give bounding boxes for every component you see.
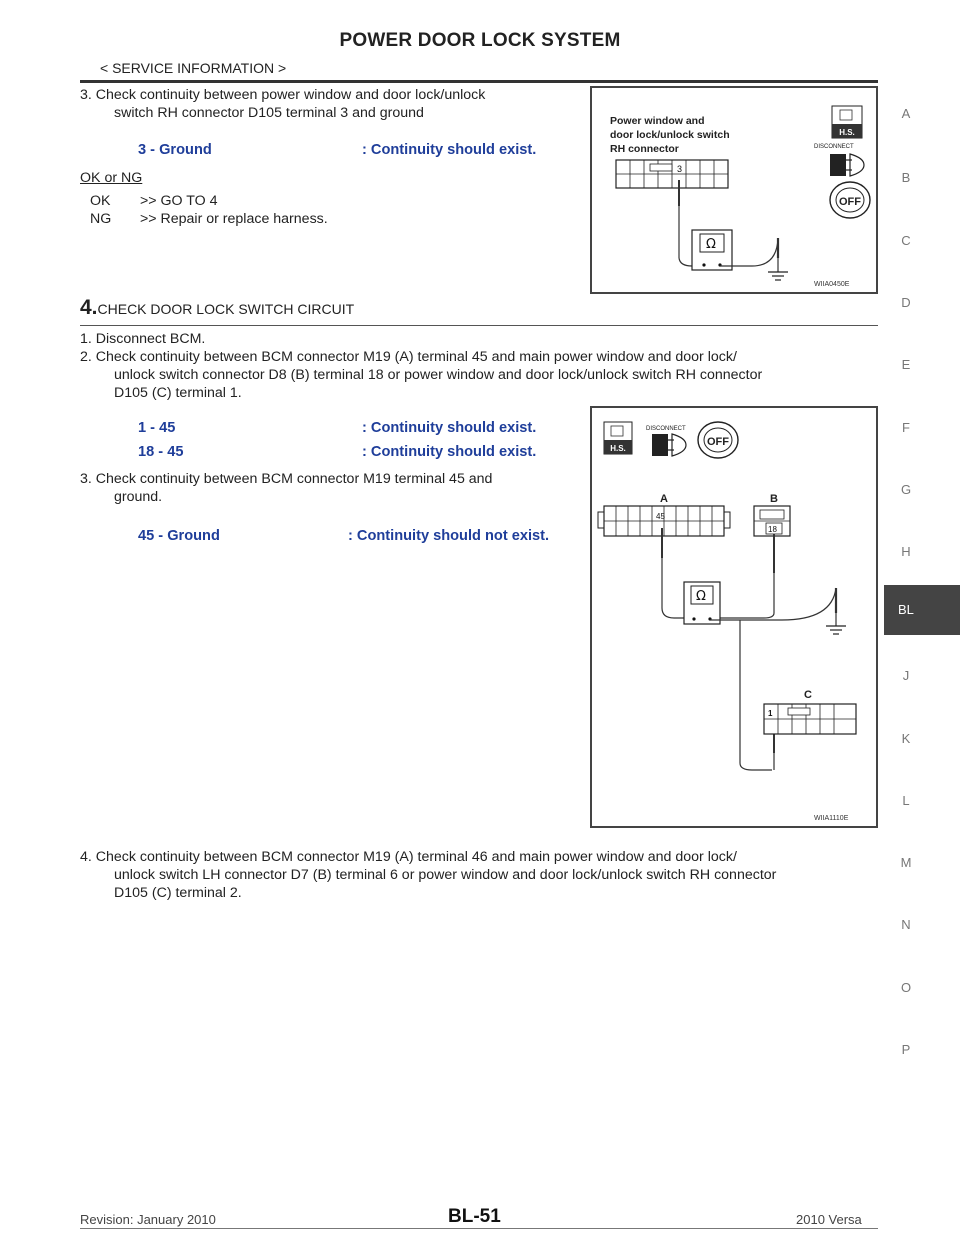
side-index-o[interactable]: O: [900, 980, 912, 995]
footer-revision: Revision: January 2010: [80, 1212, 216, 1227]
connector-b: 18: [753, 505, 791, 537]
disconnect-icon: [830, 153, 865, 177]
step4-heading: 4.CHECK DOOR LOCK SWITCH CIRCUIT: [80, 296, 355, 319]
fig1-terminal: 3: [677, 164, 682, 174]
step4-s3: 3. Check continuity between BCM connecto…: [80, 471, 493, 505]
svg-text:1: 1: [768, 709, 773, 718]
footer-model: 2010 Versa: [796, 1212, 862, 1227]
step4-rule: [80, 325, 878, 326]
ignition-off-icon: OFF: [697, 421, 739, 459]
spec3-left: 45 - Ground: [138, 528, 220, 544]
spec2-right: : Continuity should exist.: [362, 444, 537, 460]
svg-text:OFF: OFF: [707, 436, 729, 448]
wiring-diagram-1: Power window and door lock/unlock switch…: [610, 105, 871, 288]
side-index-b[interactable]: B: [901, 170, 911, 185]
svg-text:H.S.: H.S.: [839, 128, 855, 137]
disconnect-icon: [652, 433, 687, 457]
side-index-c[interactable]: C: [901, 233, 911, 248]
spec3-right: : Continuity should not exist.: [348, 528, 550, 544]
step4-s2: 2. Check continuity between BCM connecto…: [80, 349, 763, 401]
ng-line: NG>> Repair or replace harness.: [90, 211, 328, 227]
step3-spec-right: : Continuity should exist.: [362, 142, 537, 158]
side-index-j[interactable]: J: [902, 668, 910, 683]
spec1-left: 1 - 45: [138, 420, 176, 436]
step3-spec-left: 3 - Ground: [138, 142, 212, 158]
side-index-n[interactable]: N: [901, 917, 911, 932]
side-index-f[interactable]: F: [902, 420, 910, 435]
svg-text:Ω: Ω: [706, 237, 716, 252]
side-index-k[interactable]: K: [901, 731, 911, 746]
side-index-d[interactable]: D: [901, 295, 911, 310]
svg-text:H.S.: H.S.: [610, 444, 626, 453]
footer-rule: [80, 1228, 878, 1229]
fig2-code: WIIA1110E: [814, 815, 849, 822]
fig1-disconnect-label: DISCONNECT: [814, 144, 854, 150]
svg-text:45: 45: [656, 512, 665, 521]
svg-text:18: 18: [768, 525, 777, 534]
connector-c-label: C: [804, 689, 812, 701]
ground-icon: [768, 271, 788, 281]
fig1-label-1: Power window and: [610, 115, 705, 127]
side-index-g[interactable]: G: [900, 482, 912, 497]
side-index-bl-active[interactable]: BL: [884, 585, 960, 635]
connector-c: 1: [763, 703, 857, 735]
fig1-label-3: RH connector: [610, 143, 679, 155]
connector-a-label: A: [660, 493, 668, 505]
spec1-right: : Continuity should exist.: [362, 420, 537, 436]
page-number: BL-51: [448, 1206, 501, 1227]
header-rule: [80, 80, 878, 83]
side-index-p[interactable]: P: [901, 1042, 911, 1057]
ohmmeter-icon: Ω: [683, 581, 721, 625]
connector-b-label: B: [770, 493, 778, 505]
side-index-e[interactable]: E: [901, 357, 911, 372]
side-index-h[interactable]: H: [901, 544, 911, 559]
side-index-a[interactable]: A: [901, 106, 911, 121]
fig1-code: WIIA0450E: [814, 281, 850, 288]
page-title: POWER DOOR LOCK SYSTEM: [339, 30, 621, 51]
step3-text: 3. Check continuity between power window…: [80, 87, 486, 121]
ground-icon: [826, 625, 846, 635]
svg-text:OFF: OFF: [839, 196, 861, 208]
hs-icon: H.S.: [603, 421, 633, 455]
connector-a: 45: [597, 505, 731, 537]
fig1-label-2: door lock/unlock switch: [610, 129, 730, 141]
rh-connector: 3: [615, 159, 729, 189]
ok-ng-label: OK or NG: [80, 170, 143, 186]
spec2-left: 18 - 45: [138, 444, 184, 460]
figure-bcm-continuity: H.S. DISCONNECT OFF A: [590, 406, 878, 828]
ohmmeter-icon: Ω: [691, 229, 733, 271]
figure-rh-connector-ground: Power window and door lock/unlock switch…: [590, 86, 878, 294]
step4-s1: 1. Disconnect BCM.: [80, 331, 206, 347]
fig2-disconnect-label: DISCONNECT: [646, 426, 686, 432]
hs-icon: H.S.: [831, 105, 863, 139]
wiring-diagram-2: H.S. DISCONNECT OFF A: [597, 421, 857, 822]
section-label: < SERVICE INFORMATION >: [100, 60, 287, 76]
ignition-off-icon: OFF: [829, 181, 871, 219]
step4-s4: 4. Check continuity between BCM connecto…: [80, 849, 777, 901]
svg-text:Ω: Ω: [696, 589, 706, 604]
side-index-l[interactable]: L: [902, 793, 910, 808]
ok-line: OK>> GO TO 4: [90, 193, 218, 209]
side-index-m[interactable]: M: [900, 855, 912, 870]
